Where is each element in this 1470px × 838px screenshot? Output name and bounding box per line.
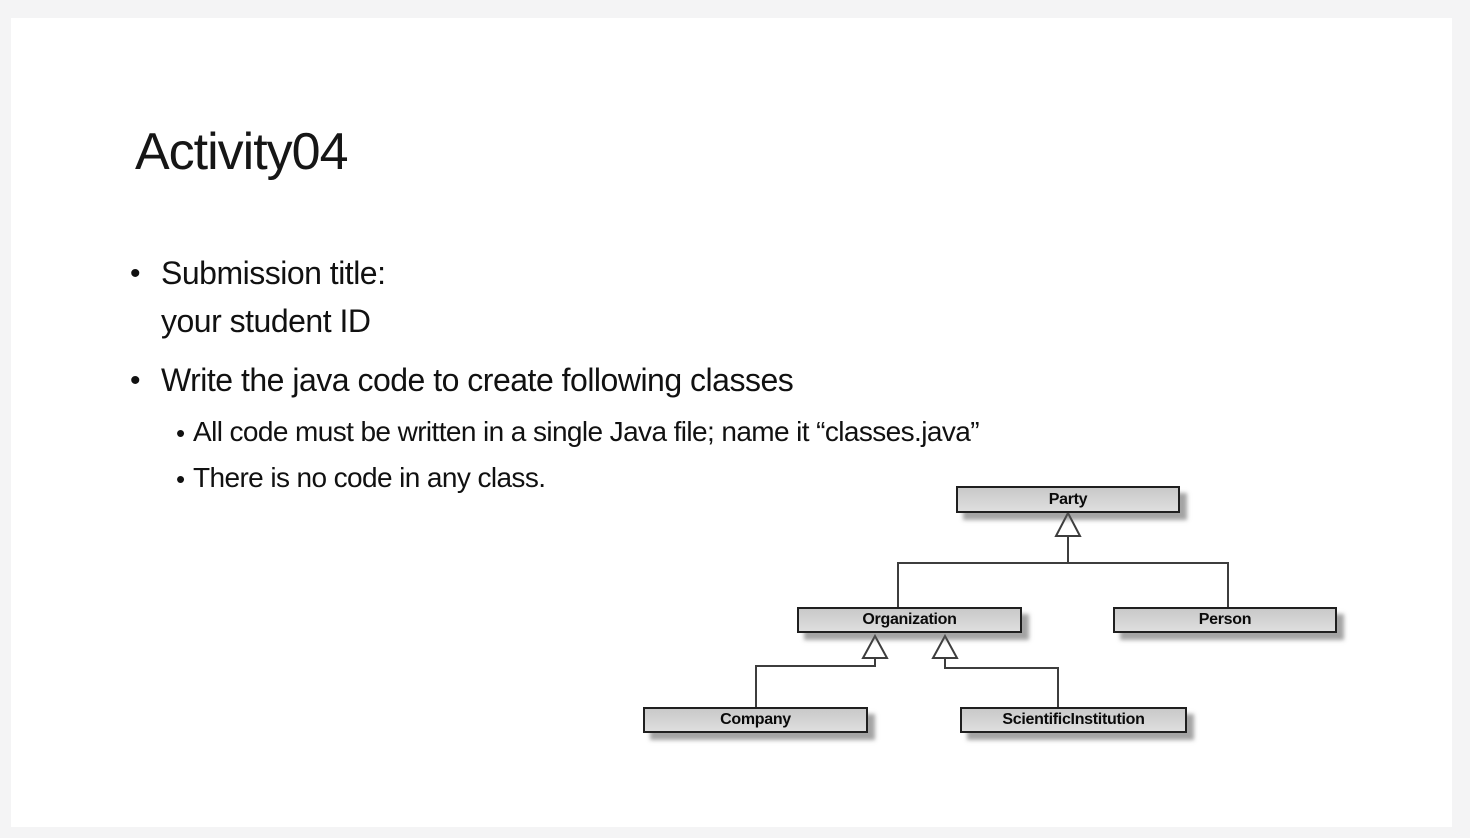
presentation-slide: Activity04 • Submission title: your stud…	[11, 18, 1452, 827]
uml-class-organization: Organization	[797, 607, 1022, 633]
bullet-marker: •	[130, 364, 141, 397]
page-title: Activity04	[135, 123, 349, 181]
bullet-text-continuation: your student ID	[161, 303, 371, 339]
bullet-text: Submission title:	[161, 255, 386, 291]
sub-bullet-marker: •	[176, 464, 186, 494]
bullet-marker: •	[130, 257, 141, 290]
uml-class-scientificinstitution: ScientificInstitution	[960, 707, 1187, 733]
uml-class-party: Party	[956, 486, 1180, 513]
uml-class-company: Company	[643, 707, 868, 733]
bullet-text: Write the java code to create following …	[161, 362, 794, 398]
uml-class-person: Person	[1113, 607, 1337, 633]
sub-bullet-text: There is no code in any class.	[193, 462, 546, 493]
sub-bullet-text: All code must be written in a single Jav…	[193, 416, 980, 447]
sub-bullet-marker: •	[176, 418, 186, 448]
